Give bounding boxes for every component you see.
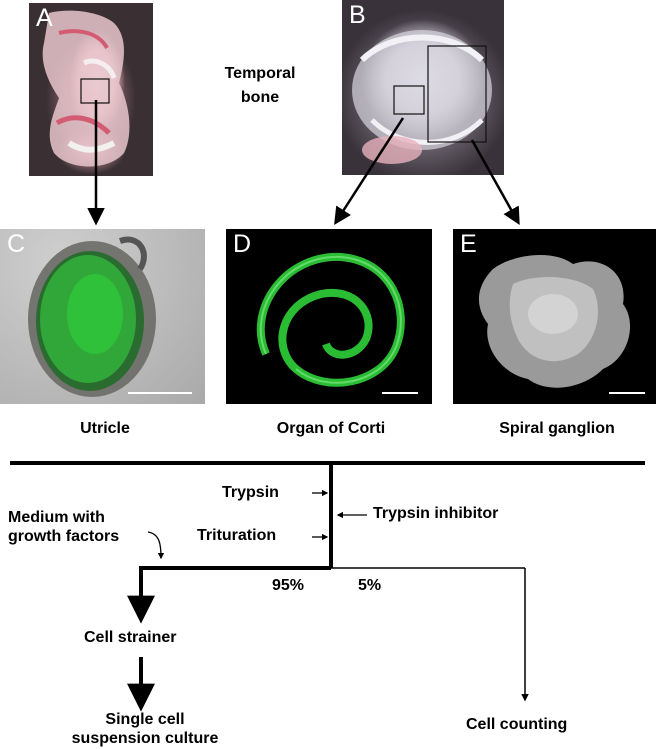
caption-organ-of-corti: Organ of Corti — [276, 420, 386, 437]
panel-c-photo: C — [0, 229, 205, 404]
panel-b-tissue — [352, 30, 492, 164]
panel-letter-b: B — [349, 1, 366, 29]
arrow-b-to-e — [470, 139, 520, 226]
scale-bar-c — [128, 392, 192, 394]
label-trypsin-inhibitor: Trypsin inhibitor — [373, 505, 499, 522]
panel-e-photo: E — [453, 229, 656, 404]
panel-a-photo: A — [29, 3, 153, 176]
scale-bar-e — [609, 392, 645, 394]
panel-c-tissue — [28, 236, 156, 397]
panel-letter-e: E — [460, 230, 477, 258]
panel-b-photo: B — [342, 0, 504, 175]
panel-e-tissue — [478, 254, 631, 388]
caption-spiral-ganglion: Spiral ganglion — [499, 420, 615, 437]
label-cell-strainer: Cell strainer — [84, 629, 177, 646]
label-5-percent: 5% — [358, 577, 382, 594]
panel-a-tissue — [42, 10, 130, 167]
label-single-cell-culture: Single cell suspension culture — [71, 711, 219, 747]
label-trituration: Trituration — [197, 527, 277, 544]
panel-letter-d: D — [233, 230, 252, 258]
panel-letter-c: C — [7, 230, 26, 258]
label-95-percent: 95% — [272, 577, 305, 594]
panel-d-spiral — [256, 252, 405, 387]
panel-letter-a: A — [36, 4, 53, 32]
temporal-bone-label: Temporal bone — [224, 65, 296, 106]
scale-bar-d — [382, 392, 418, 394]
label-trypsin: Trypsin — [222, 484, 279, 501]
label-cell-counting: Cell counting — [466, 716, 568, 733]
arrow-b-to-d — [334, 117, 405, 225]
caption-utricle: Utricle — [80, 420, 130, 437]
arrow-medium — [147, 531, 165, 560]
label-medium-growth-factors: Medium with growth factors — [8, 509, 120, 545]
panel-d-photo: D — [226, 229, 432, 404]
